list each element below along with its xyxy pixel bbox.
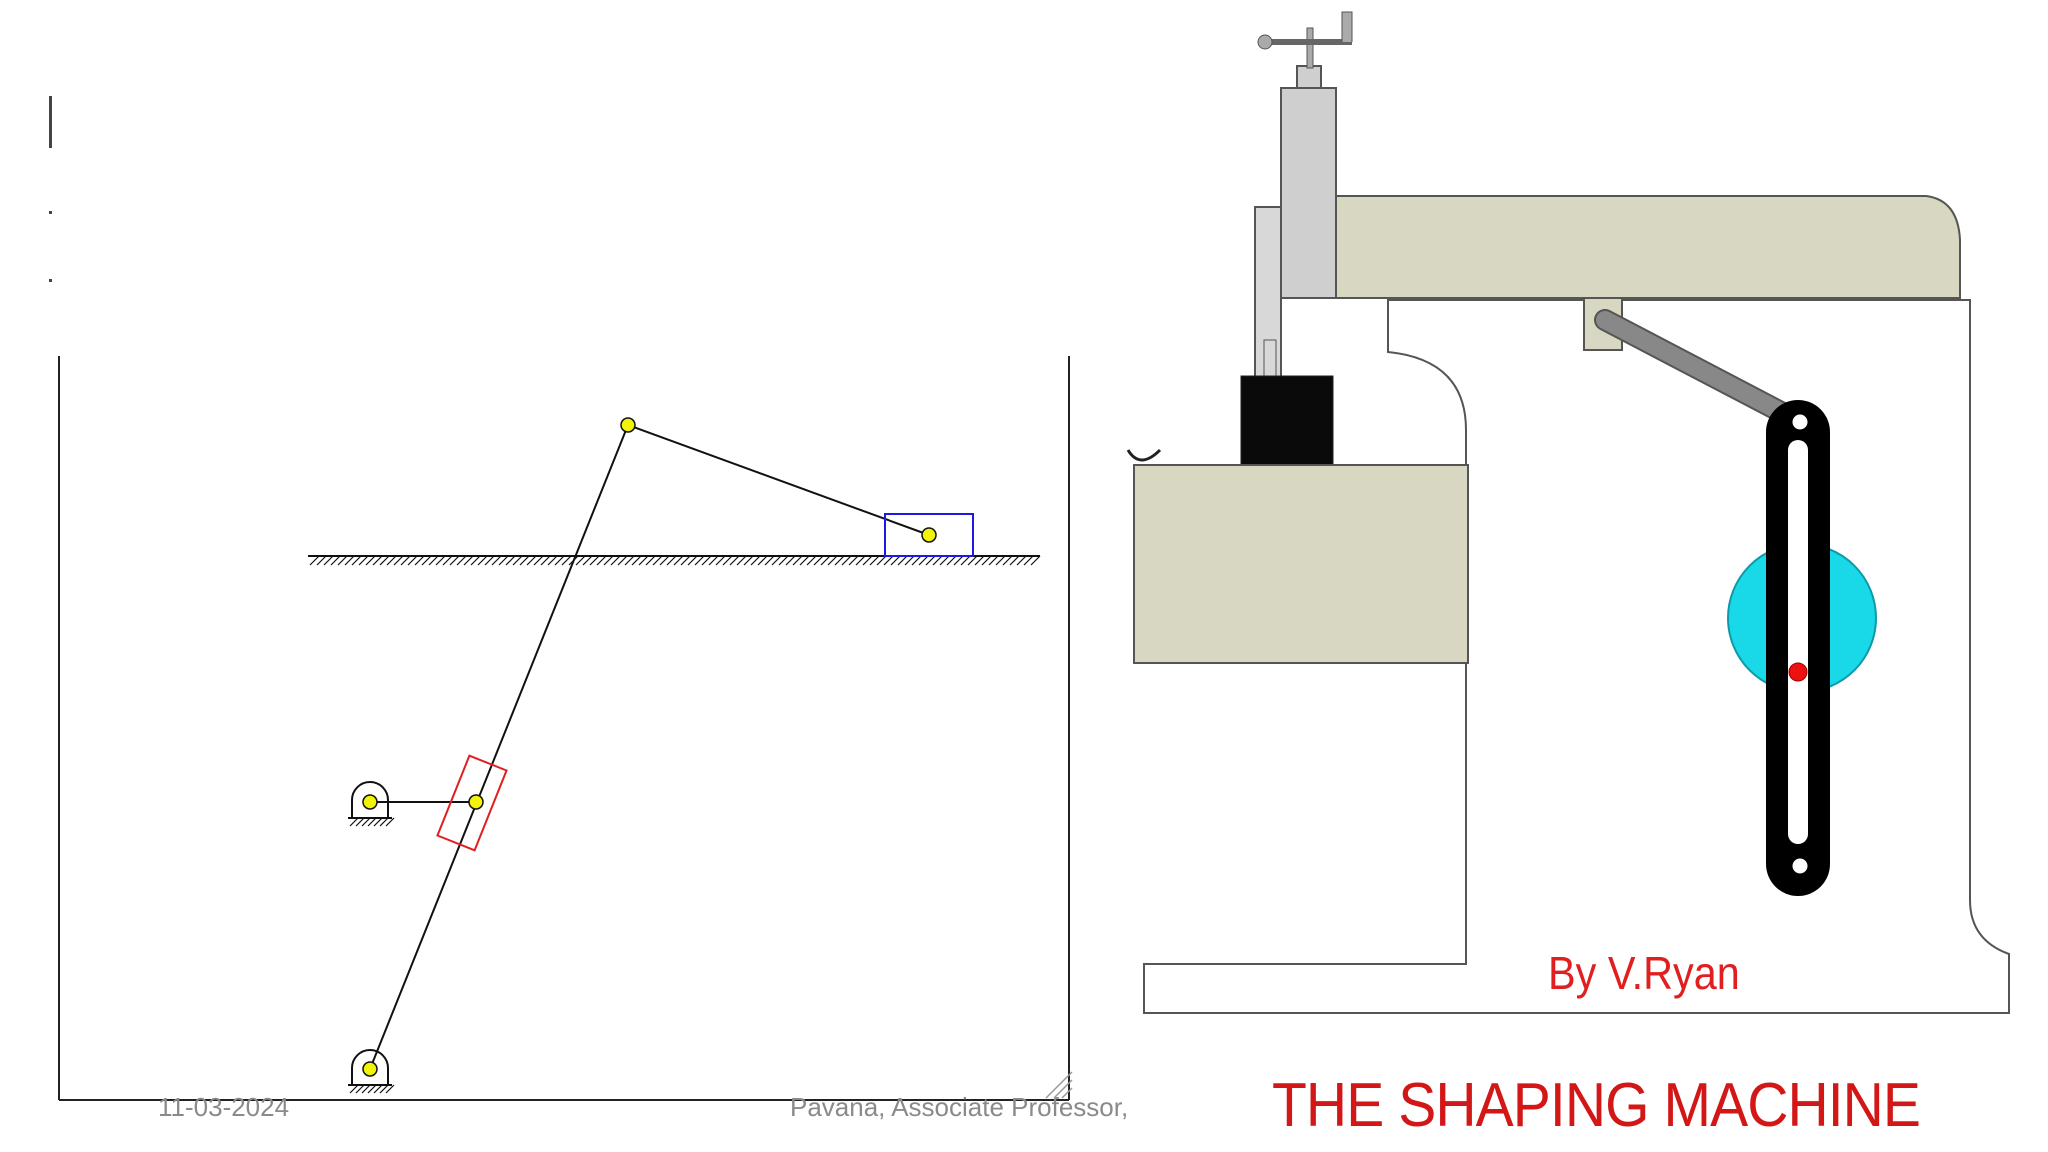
rocker-slot	[1788, 440, 1808, 844]
bullet-dot	[49, 211, 52, 214]
table-clamp-icon	[1126, 448, 1162, 462]
rocker-bottom-pivot	[1791, 857, 1809, 875]
mechanism-diagram	[58, 356, 1073, 1101]
bullet-dot	[49, 279, 52, 282]
ram-connecting-link-core	[1596, 311, 1809, 431]
tool-post-screw	[1306, 27, 1314, 69]
ram-block	[884, 513, 974, 557]
footer-author: Pavana, Associate Professor,	[790, 1092, 1129, 1122]
slider-block	[436, 754, 508, 852]
hatched-ground-icon	[308, 555, 1041, 566]
joint-pin	[362, 1061, 378, 1077]
author-credit: By V.Ryan	[1548, 947, 1740, 999]
tool-post	[1280, 87, 1337, 299]
joint-pin	[921, 527, 937, 543]
resize-handle-icon[interactable]	[1045, 1071, 1073, 1099]
figure-caption: THE SHAPING MACHINE	[1272, 1071, 1921, 1140]
joint-pin	[620, 417, 636, 433]
connecting-rod-link	[627, 424, 930, 536]
joint-pin	[362, 794, 378, 810]
work-table	[1133, 464, 1469, 664]
footer-date: 11-03-2024	[158, 1092, 290, 1122]
workpiece	[1240, 375, 1334, 469]
tool-handle-knob	[1257, 34, 1273, 50]
ram-arm	[1335, 195, 1961, 299]
cutting-tool	[1263, 339, 1277, 381]
tool-handle-grip	[1341, 11, 1353, 42]
slotted-lever-link	[369, 424, 629, 1070]
rocker-top-pin	[1791, 413, 1809, 431]
tool-post-cap	[1296, 65, 1322, 89]
crank-pin	[1788, 662, 1808, 682]
shaping-machine-illustration	[1126, 11, 2010, 1014]
joint-pin	[468, 794, 484, 810]
text-cursor-mark	[49, 96, 52, 148]
